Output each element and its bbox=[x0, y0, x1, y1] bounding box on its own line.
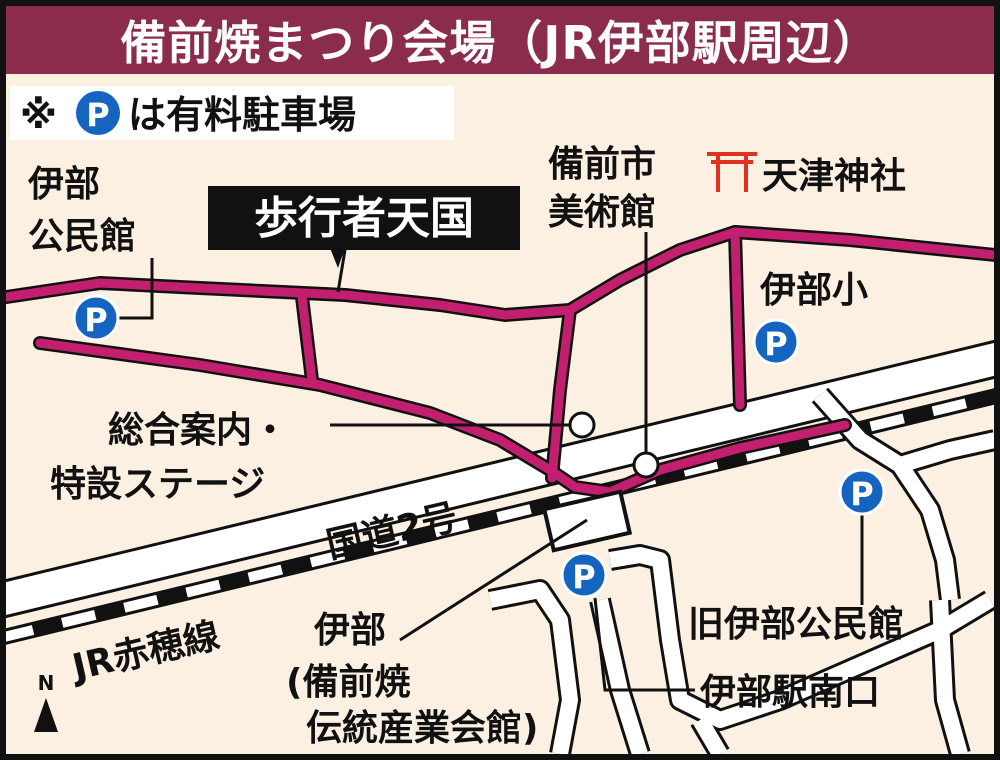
museum-marker bbox=[632, 451, 660, 479]
parking-label: P bbox=[84, 301, 107, 339]
station-label-1: 伊部 bbox=[313, 610, 386, 651]
pedestrian-zone-label-box bbox=[208, 186, 520, 250]
jr-line bbox=[6, 391, 994, 642]
map-title: 備前焼まつり会場（JR伊部駅周辺） bbox=[6, 6, 994, 74]
tenzu-shrine-label: 天津神社 bbox=[762, 156, 906, 197]
bizen-museum-label-1: 備前市 bbox=[548, 144, 656, 185]
legend-text: は有料駐車場 bbox=[128, 93, 356, 137]
station-label-3: 伝統産業会館) bbox=[306, 707, 538, 749]
parking-icon-station[interactable]: P bbox=[560, 551, 608, 599]
torii-icon bbox=[707, 152, 757, 192]
bizen-museum-label-2: 美術館 bbox=[548, 191, 656, 233]
old-kominkan-label: 旧伊部公民館 bbox=[688, 603, 904, 645]
svg-text:P: P bbox=[86, 96, 109, 134]
north-arrow-icon bbox=[34, 698, 58, 732]
station-label-2: (備前焼 bbox=[286, 662, 410, 703]
legend-parking-icon: P bbox=[76, 91, 120, 135]
info-stage-marker bbox=[568, 411, 596, 439]
parking-icon-kominkan[interactable]: P bbox=[72, 294, 120, 342]
parking-label: P bbox=[764, 325, 787, 363]
imbe-school-label: 伊部小 bbox=[759, 270, 868, 311]
legend-mark: ※ bbox=[20, 93, 57, 137]
info-stage-label-2: 特設ステージ bbox=[50, 464, 265, 505]
info-stage-label-1: 総合案内・ bbox=[108, 410, 288, 451]
imbe-kominkan-label-1: 伊部 bbox=[27, 164, 100, 205]
local-roads bbox=[488, 389, 994, 754]
pedestrian-zone-roads bbox=[6, 227, 994, 497]
leader-lines bbox=[118, 232, 864, 692]
parking-label: P bbox=[572, 558, 595, 596]
imbe-kominkan-label-2: 公民館 bbox=[28, 215, 136, 257]
south-exit-label: 伊部駅南口 bbox=[699, 672, 880, 713]
north-label: N bbox=[38, 671, 55, 695]
parking-icon-school[interactable]: P bbox=[752, 318, 800, 366]
parking-label: P bbox=[850, 475, 873, 513]
pedestrian-zone-label: 歩行者天国 bbox=[254, 193, 474, 244]
parking-icon-old-kominkan[interactable]: P bbox=[838, 468, 886, 516]
